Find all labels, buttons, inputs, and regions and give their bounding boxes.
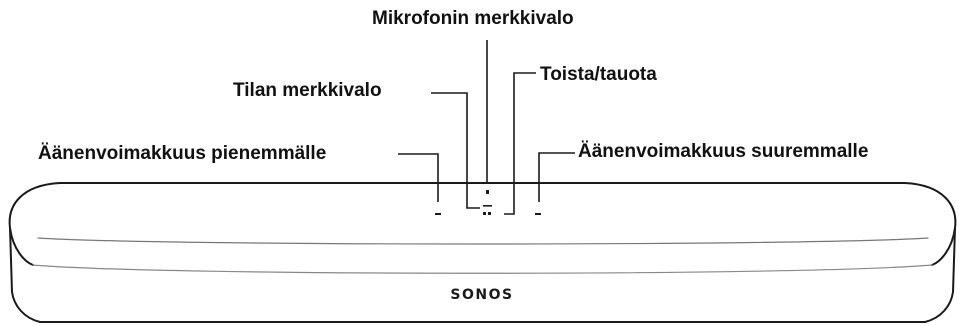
leader-volume-down — [398, 153, 439, 202]
label-mic-indicator: Mikrofonin merkkivalo — [372, 8, 574, 29]
label-status-light: Tilan merkkivalo — [233, 80, 382, 101]
label-volume-down: Äänenvoimakkuus pienemmälle — [38, 143, 327, 164]
leader-play-pause — [504, 72, 536, 215]
label-volume-up: Äänenvoimakkuus suuremmalle — [578, 141, 869, 162]
leader-volume-up — [538, 152, 575, 202]
volume-up-button[interactable] — [535, 213, 541, 215]
volume-down-button[interactable] — [435, 213, 441, 215]
brand-logo: SONOS — [450, 287, 513, 303]
mic-indicator-light — [486, 190, 489, 194]
touch-controls — [435, 190, 541, 215]
play-pause-button[interactable] — [483, 212, 491, 215]
leader-status-light — [431, 92, 480, 209]
label-play-pause: Toista/tauota — [540, 64, 657, 85]
soundbar-body — [8, 182, 957, 323]
status-indicator-light — [483, 205, 492, 207]
